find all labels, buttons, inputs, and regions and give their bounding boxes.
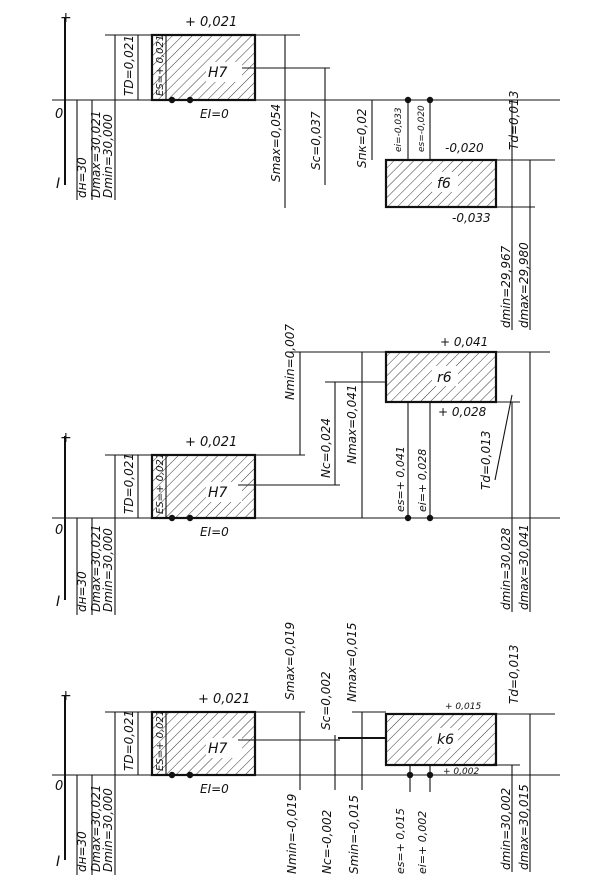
shaft-lower-deviation: -0,033 xyxy=(452,211,491,225)
shaft-es: es=+ 0,041 xyxy=(394,446,407,512)
minus-sign: I xyxy=(56,594,60,610)
mean-clearance: Sc=0,002 xyxy=(319,671,333,730)
mean-interference: Nc=0,024 xyxy=(319,418,333,478)
shaft-tolerance: Td=0,013 xyxy=(507,645,521,704)
shaft-min-diameter: dmin=30,002 xyxy=(499,788,513,870)
minus-sign: I xyxy=(56,176,60,192)
mean-clearance: Sc=0,037 xyxy=(309,111,323,170)
hole-tolerance: TD=0,021 xyxy=(122,35,136,96)
max-interference: Nmax=0,015 xyxy=(345,622,359,702)
hole-min-diameter: Dmin=30,000 xyxy=(101,528,115,612)
shaft-grade-label: r6 xyxy=(437,370,452,386)
shaft-tolerance: Td=0,013 xyxy=(507,91,521,150)
nominal-diameter: dн=30 xyxy=(75,157,89,198)
shaft-upper-deviation: -0,020 xyxy=(445,141,484,155)
hole-grade-label: H7 xyxy=(208,485,228,501)
mean-interference: Nc=-0,002 xyxy=(320,810,334,874)
hole-es: ES=+ 0,021 xyxy=(155,35,166,96)
max-interference: Nmax=0,041 xyxy=(345,384,359,464)
hole-ei: EI=0 xyxy=(200,107,229,121)
zero-label: 0 xyxy=(55,523,63,538)
plus-sign: + xyxy=(60,430,72,446)
hole-es: ES=+ 0,021 xyxy=(155,453,166,514)
min-clearance: Sпк=0,02 xyxy=(355,109,369,168)
nominal-diameter: dн=30 xyxy=(75,571,89,612)
hole-ei: EI=0 xyxy=(200,525,229,539)
plus-sign: + xyxy=(60,688,72,704)
hole-tolerance: TD=0,021 xyxy=(122,710,136,771)
shaft-ei: ei=+ 0,002 xyxy=(416,811,429,874)
shaft-upper-deviation: + 0,015 xyxy=(445,702,481,712)
hole-min-diameter: Dmin=30,000 xyxy=(101,788,115,872)
min-clearance: Smin=-0,015 xyxy=(347,795,361,874)
zero-label: 0 xyxy=(55,779,63,794)
zero-label: 0 xyxy=(55,107,63,122)
min-interference: Nmin=-0,019 xyxy=(285,794,299,874)
shaft-min-diameter: dmin=29,967 xyxy=(499,245,513,328)
shaft-tolerance: Td=0,013 xyxy=(479,431,493,490)
hole-upper-deviation: + 0,021 xyxy=(185,15,237,30)
diagram-h7-k6: 0 + I dн=30 Dmax=30,021 Dmin=30,000 TD=0… xyxy=(52,622,560,875)
shaft-grade-label: k6 xyxy=(437,732,454,748)
hole-upper-deviation: + 0,021 xyxy=(198,692,250,707)
hole-tolerance: TD=0,021 xyxy=(122,453,136,514)
diagram-h7-f6: 0 + I dн=30 Dmax=30,021 Dmin=30,000 TD=0… xyxy=(52,10,560,330)
shaft-lower-deviation: + 0,028 xyxy=(438,405,487,419)
shaft-max-diameter: dmax=30,041 xyxy=(517,524,531,610)
hole-upper-deviation: + 0,021 xyxy=(185,435,237,450)
hole-max-diameter: Dmax=30,021 xyxy=(89,525,103,612)
shaft-es: es=+ 0,015 xyxy=(394,808,407,874)
shaft-es: es=-0,020 xyxy=(417,105,427,152)
shaft-max-diameter: dmax=29,980 xyxy=(517,242,531,328)
shaft-ei: ei=-0,033 xyxy=(394,107,404,152)
max-clearance: Smax=0,019 xyxy=(283,622,297,700)
shaft-lower-deviation: + 0,002 xyxy=(443,767,479,777)
shaft-upper-deviation: + 0,041 xyxy=(440,335,488,349)
shaft-ei: ei=+ 0,028 xyxy=(416,449,429,512)
max-clearance: Smax=0,054 xyxy=(269,104,283,182)
hole-max-diameter: Dmax=30,021 xyxy=(89,785,103,872)
hole-ei: EI=0 xyxy=(200,782,229,796)
nominal-diameter: dн=30 xyxy=(75,831,89,872)
shaft-grade-label: f6 xyxy=(437,176,451,192)
shaft-min-diameter: dmin=30,028 xyxy=(499,527,513,610)
hole-min-diameter: Dmin=30,000 xyxy=(101,114,115,198)
diagram-h7-r6: 0 + I dн=30 Dmax=30,021 Dmin=30,000 TD=0… xyxy=(52,324,560,615)
shaft-max-diameter: dmax=30,015 xyxy=(517,784,531,870)
minus-sign: I xyxy=(56,854,60,870)
hole-es: ES=+ 0,021 xyxy=(155,710,166,771)
min-interference: Nmin=0,007 xyxy=(283,324,297,400)
plus-sign: + xyxy=(60,10,72,26)
hole-grade-label: H7 xyxy=(208,741,228,757)
hole-max-diameter: Dmax=30,021 xyxy=(89,111,103,198)
hole-grade-label: H7 xyxy=(208,65,228,81)
